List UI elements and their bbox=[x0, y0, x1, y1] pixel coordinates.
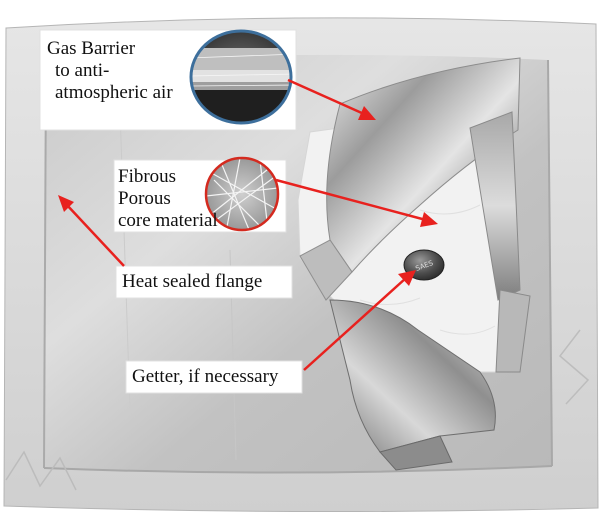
getter-label-box bbox=[125, 360, 303, 394]
gas-barrier-label-line2: to anti- bbox=[55, 60, 110, 81]
getter-text: Getter, if necessary bbox=[132, 366, 279, 387]
heat-sealed-flange-label: Heat sealed flange bbox=[122, 271, 262, 293]
callout-arrows bbox=[58, 78, 438, 371]
arrow-getter bbox=[303, 270, 416, 371]
gas-barrier-micrograph-inset bbox=[189, 29, 293, 125]
core-material-label: Fibrous Porous core material bbox=[118, 166, 224, 232]
gas-barrier-label-line3: atmospheric air bbox=[55, 82, 173, 103]
core-label-line1: Fibrous bbox=[118, 166, 177, 187]
peeled-foil-lower bbox=[329, 289, 531, 471]
gas-barrier-label: Gas Barrier to anti- atmospheric air bbox=[47, 38, 187, 104]
arrow-gas-barrier bbox=[287, 78, 376, 120]
flange-label-box bbox=[115, 265, 293, 299]
gas-barrier-label-line1: Gas Barrier bbox=[47, 38, 136, 59]
core-fiber-micrograph-inset bbox=[204, 156, 280, 232]
peeled-foil-upper bbox=[299, 57, 521, 301]
heat-sealed-flange-text: Heat sealed flange bbox=[122, 271, 263, 292]
arrow-heat-sealed-flange bbox=[58, 195, 125, 267]
arrow-core-material bbox=[275, 178, 438, 227]
core-label-line2: Porous bbox=[118, 188, 171, 209]
core-label-line3: core material bbox=[118, 210, 218, 231]
getter-label: Getter, if necessary bbox=[132, 366, 278, 388]
